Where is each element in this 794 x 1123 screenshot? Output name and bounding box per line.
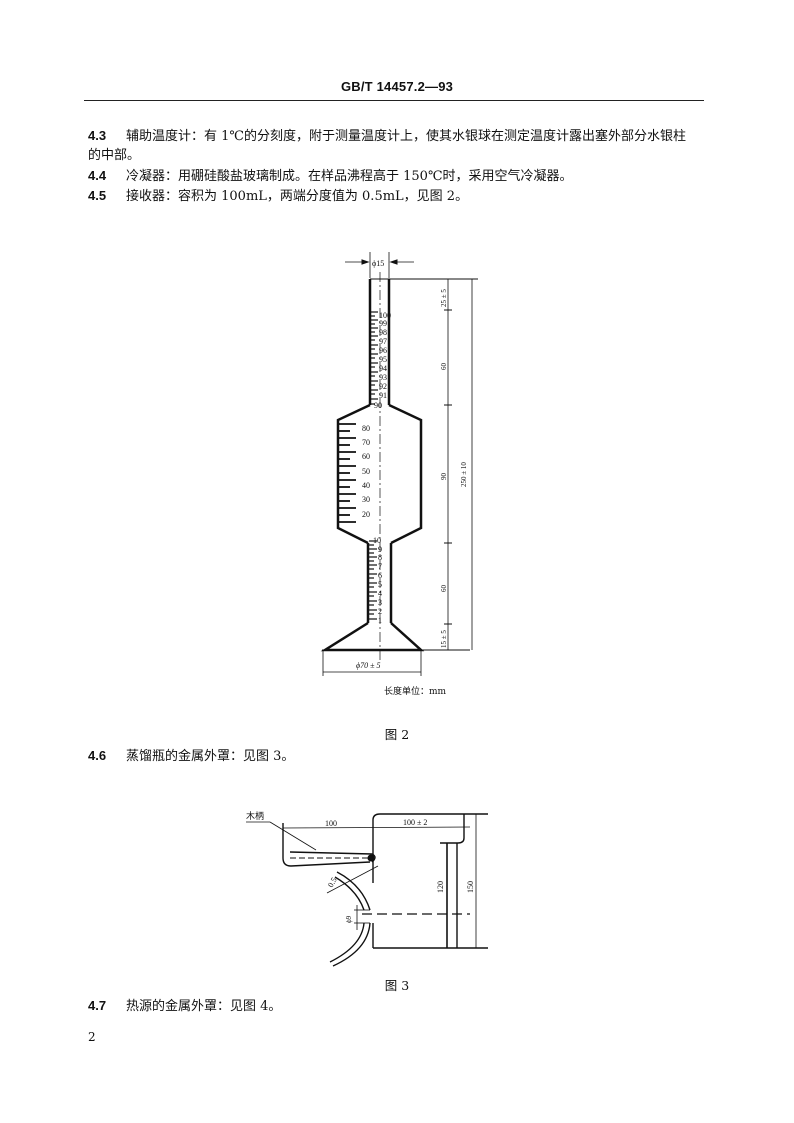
- dim-thickness: 0.5: [326, 876, 339, 889]
- section-4-3-continuation: 的中部。: [88, 146, 704, 166]
- scale-label: 98: [379, 328, 387, 337]
- dim-inner-height: 120: [436, 881, 445, 893]
- section-number: 4.6: [88, 748, 107, 763]
- scale-label: 90: [374, 401, 382, 410]
- scale-label: 40: [362, 481, 370, 490]
- figure-2-caption: 图 2: [384, 727, 410, 742]
- section-4-7: 4.7 热源的金属外罩：见图 4。: [88, 996, 704, 1017]
- section-text: 辅助温度计：有 1℃的分刻度，附于测量温度计上，使其水银球在测定温度计露出塞外部…: [126, 129, 686, 144]
- section-text: 冷凝器：用硼硅酸盐玻璃制成。在样品沸程高于 150℃时，采用空气冷凝器。: [126, 169, 573, 184]
- page-header-standard-code: GB/T 14457.2—93: [340, 79, 454, 94]
- handle-label: 木柄: [246, 810, 264, 821]
- scale-label: 3: [378, 598, 382, 607]
- section-4-5: 4.5 接收器：容积为 100mL，两端分度值为 0.5mL，见图 2。: [88, 186, 704, 207]
- section-text: 接收器：容积为 100mL，两端分度值为 0.5mL，见图 2。: [126, 189, 469, 204]
- scale-label: 93: [379, 373, 387, 382]
- dim-bottom: 15 ± 5: [440, 630, 448, 648]
- scale-label: 60: [362, 452, 370, 461]
- scale-label: 99: [379, 319, 387, 328]
- dim-handle-length: 100: [325, 819, 337, 828]
- scale-label: 50: [362, 467, 370, 476]
- scale-label: 96: [379, 346, 387, 355]
- top-diameter-label: ϕ15: [372, 259, 384, 268]
- dim-total: 250 ± 10: [460, 462, 468, 487]
- scale-label: 30: [362, 495, 370, 504]
- section-text-continuation: 的中部。: [88, 148, 141, 163]
- dim-width: 100 ± 2: [403, 818, 427, 827]
- scale-label: 92: [379, 382, 387, 391]
- section-4-3: 4.3 辅助温度计：有 1℃的分刻度，附于测量温度计上，使其水银球在测定温度计露出…: [88, 126, 704, 147]
- scale-label: 9: [378, 545, 382, 554]
- section-text: 蒸馏瓶的金属外罩：见图 3。: [126, 749, 295, 764]
- dim-hole-diameter: ϕ9: [345, 915, 353, 923]
- dim-upper: 60: [440, 363, 448, 371]
- scale-label: 80: [362, 424, 370, 433]
- figure-3-flask-shield-diagram: 木柄 100 100 ± 2 120 150 0.5 ϕ9: [246, 810, 488, 967]
- scale-label: 10: [373, 536, 381, 545]
- scale-label: 2: [378, 607, 382, 616]
- units-note: 长度单位：mm: [384, 687, 447, 697]
- section-number: 4.7: [88, 998, 107, 1013]
- dim-middle: 90: [440, 473, 448, 481]
- scale-label: 8: [378, 553, 382, 562]
- scale-label: 100: [379, 311, 391, 320]
- dim-lower: 60: [440, 585, 448, 593]
- section-number: 4.5: [88, 188, 107, 203]
- page-number: 2: [88, 1030, 96, 1044]
- dim-outer-height: 150: [466, 881, 475, 893]
- scale-label: 95: [379, 355, 387, 364]
- scale-label: 6: [378, 571, 382, 580]
- header-rule: [84, 100, 704, 101]
- section-text: 热源的金属外罩：见图 4。: [126, 999, 282, 1014]
- section-4-6: 4.6 蒸馏瓶的金属外罩：见图 3。: [88, 746, 704, 767]
- scale-label: 7: [378, 562, 382, 571]
- base-diameter-label: ϕ70 ± 5: [356, 661, 381, 670]
- scale-label: 5: [378, 580, 382, 589]
- scale-label: 97: [379, 337, 387, 346]
- scale-label: 91: [379, 391, 387, 400]
- dim-top: 25 ± 5: [440, 289, 448, 307]
- section-4-4: 4.4 冷凝器：用硼硅酸盐玻璃制成。在样品沸程高于 150℃时，采用空气冷凝器。: [88, 166, 704, 187]
- figure-2-receiver-diagram: ϕ15 100 99 98 97 96 95 94 93 92 91 90 80…: [320, 252, 478, 676]
- figure-3-caption: 图 3: [384, 978, 410, 993]
- section-number: 4.3: [88, 128, 107, 143]
- scale-label: 70: [362, 438, 370, 447]
- section-number: 4.4: [88, 168, 107, 183]
- scale-label: 1: [378, 616, 382, 625]
- scale-label: 94: [379, 364, 387, 373]
- scale-label: 20: [362, 510, 370, 519]
- scale-label: 4: [378, 589, 382, 598]
